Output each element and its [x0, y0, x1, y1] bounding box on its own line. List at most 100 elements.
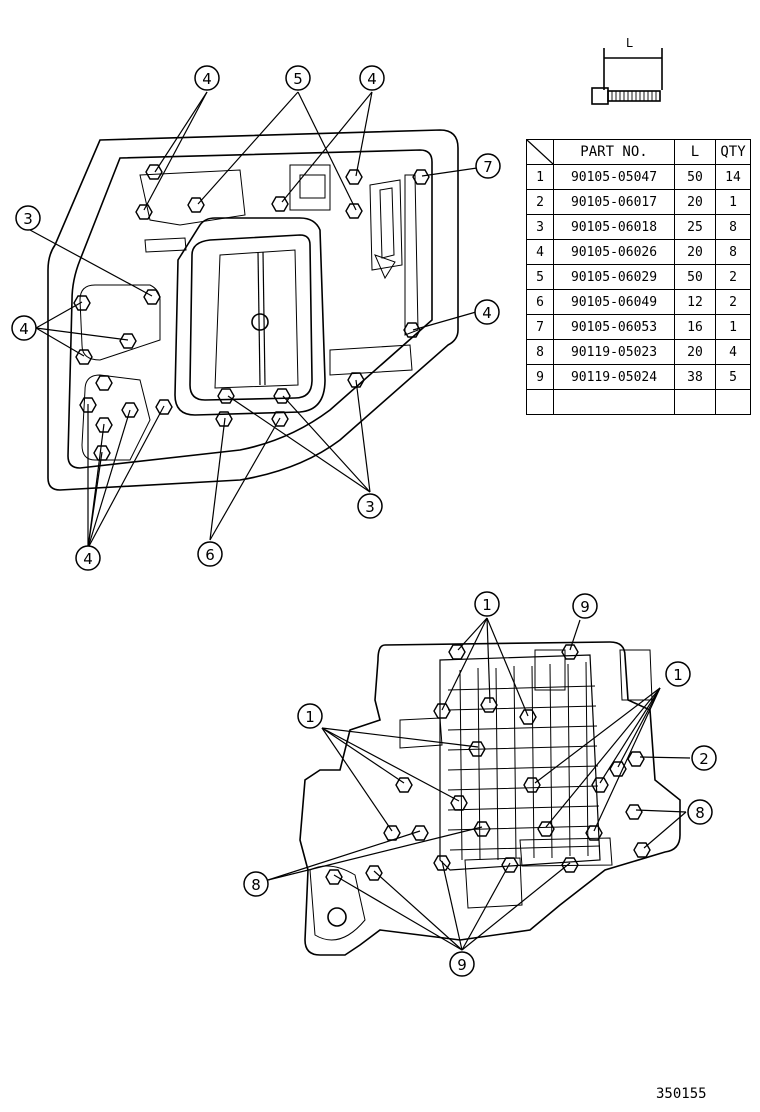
row-length: 50: [674, 164, 716, 190]
callout-top-4d: 4: [482, 304, 492, 322]
row-part-no: 90105-06049: [553, 289, 675, 315]
row-length: 25: [674, 214, 716, 240]
callout-bot-1c: 1: [305, 708, 315, 726]
callout-top-4c-circle: [11, 315, 37, 341]
callout-top-7-circle: [475, 153, 501, 179]
row-qty: 2: [715, 289, 751, 315]
row-qty: 4: [715, 339, 751, 365]
row-length: 38: [674, 364, 716, 390]
row-length: 20: [674, 189, 716, 215]
row-index: 5: [526, 264, 554, 290]
top-leader-lines: [29, 91, 478, 549]
upper-valve-body: [47, 129, 459, 491]
callout-top-3b: 3: [365, 498, 375, 516]
header-length: L: [674, 139, 716, 165]
callout-top-7: 7: [483, 158, 493, 176]
callout-top-3a: 3: [23, 210, 33, 228]
row-index: 6: [526, 289, 554, 315]
row-length: [674, 389, 716, 415]
row-length: 50: [674, 264, 716, 290]
callout-bot-2-circle: [691, 745, 717, 771]
row-index: 1: [526, 164, 554, 190]
callout-top-4e-circle: [75, 545, 101, 571]
callout-top-4b: 4: [367, 70, 377, 88]
row-length: 12: [674, 289, 716, 315]
callout-bot-8a: 8: [695, 804, 705, 822]
callout-top-4b-circle: [359, 65, 385, 91]
row-qty: 1: [715, 189, 751, 215]
header-qty: QTY: [715, 139, 751, 165]
callout-top-4a: 4: [202, 70, 212, 88]
callout-top-4a-circle: [194, 65, 220, 91]
row-qty: 1: [715, 314, 751, 340]
row-qty: 8: [715, 239, 751, 265]
callout-bot-1a-circle: [474, 591, 500, 617]
top-bolt-heads: [73, 164, 430, 461]
row-qty: 8: [715, 214, 751, 240]
row-part-no: 90119-05024: [553, 364, 675, 390]
row-index: [526, 389, 554, 415]
callout-top-6-circle: [197, 541, 223, 567]
table-row-empty: [526, 389, 751, 415]
callout-top-4c: 4: [19, 320, 29, 338]
callout-bot-2: 2: [699, 750, 709, 768]
row-part-no: 90105-06053: [553, 314, 675, 340]
callout-bot-1a: 1: [482, 596, 492, 614]
bolt-illustration: [591, 48, 663, 105]
row-index: 7: [526, 314, 554, 340]
row-length: 20: [674, 239, 716, 265]
row-qty: 2: [715, 264, 751, 290]
callout-bot-8a-circle: [687, 799, 713, 825]
row-part-no: 90105-06026: [553, 239, 675, 265]
row-length: 16: [674, 314, 716, 340]
row-index: 8: [526, 339, 554, 365]
callout-bot-9b: 9: [457, 956, 467, 974]
row-qty: [715, 389, 751, 415]
row-length: 20: [674, 339, 716, 365]
row-part-no: 90105-05047: [553, 164, 675, 190]
callout-bot-9a-circle: [572, 593, 598, 619]
document-id: 350155: [656, 1086, 707, 1102]
callout-bot-1b: 1: [673, 666, 683, 684]
row-index: 2: [526, 189, 554, 215]
row-index: 9: [526, 364, 554, 390]
bottom-bolt-heads: [325, 644, 651, 885]
bottom-leader-lines: [267, 617, 691, 951]
callout-bot-9a: 9: [580, 598, 590, 616]
callout-top-6: 6: [205, 546, 215, 564]
callout-top-3b-circle: [357, 493, 383, 519]
row-qty: 5: [715, 364, 751, 390]
callout-top-5-circle: [285, 65, 311, 91]
callout-top-4e: 4: [83, 550, 93, 568]
row-index: 4: [526, 239, 554, 265]
callout-bot-8b: 8: [251, 876, 261, 894]
row-index: 3: [526, 214, 554, 240]
row-part-no: 90105-06017: [553, 189, 675, 215]
row-part-no: 90105-06018: [553, 214, 675, 240]
row-part-no: [553, 389, 675, 415]
callout-bot-8b-circle: [243, 871, 269, 897]
callout-top-4d-circle: [474, 299, 500, 325]
row-part-no: 90119-05023: [553, 339, 675, 365]
header-corner: [526, 139, 554, 165]
row-part-no: 90105-06029: [553, 264, 675, 290]
callout-top-3a-circle: [15, 205, 41, 231]
callout-bot-9b-circle: [449, 951, 475, 977]
callout-bot-1b-circle: [665, 661, 691, 687]
callout-top-5: 5: [293, 70, 303, 88]
bolt-length-label: L: [626, 36, 633, 50]
row-qty: 14: [715, 164, 751, 190]
callout-bot-1c-circle: [297, 703, 323, 729]
header-part-no: PART NO.: [553, 139, 675, 165]
